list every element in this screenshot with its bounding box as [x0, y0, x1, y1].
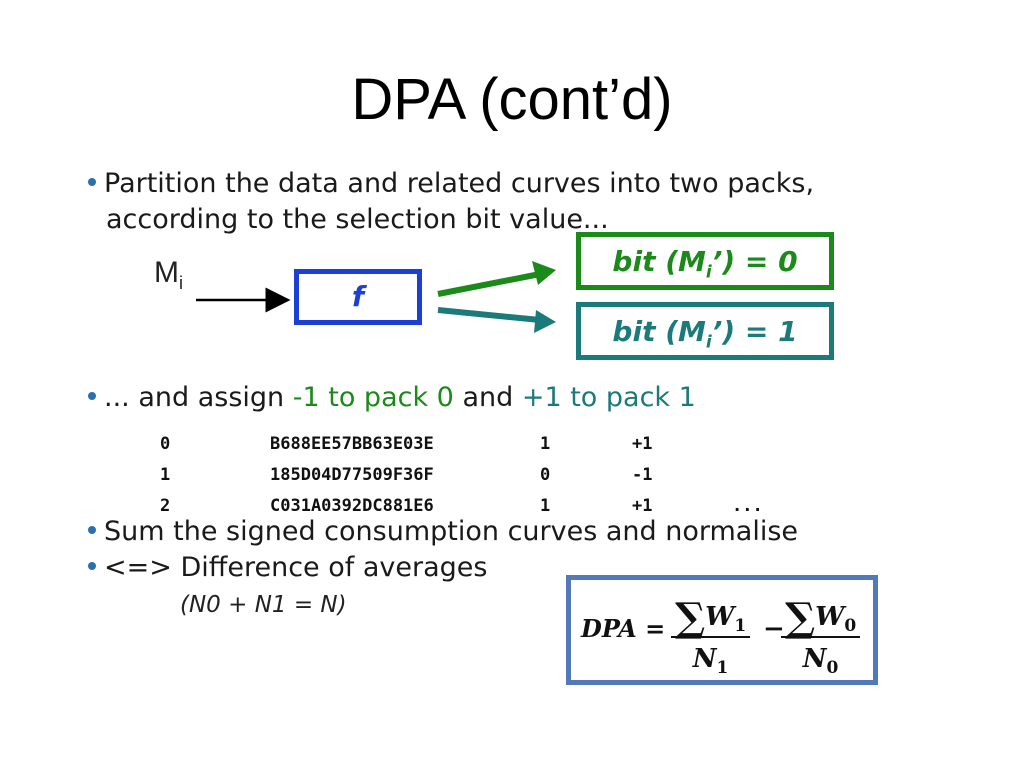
bullet-dot [88, 561, 96, 570]
fraction-1: ∑W1 N1 [671, 588, 751, 678]
den1-sub: 1 [716, 658, 729, 679]
table-row: 1 185D04D77509F36F 0 -1 [160, 459, 763, 490]
count-relation: (N0 + N1 = N) [180, 592, 347, 618]
den2-sub: 0 [826, 658, 839, 679]
sum-text: Sum the signed consumption curves and no… [104, 516, 799, 547]
bullet-partition-line1: Partition the data and related curves in… [104, 168, 815, 199]
arrow-to-bit1 [437, 307, 541, 323]
fraction-2-numerator: ∑W0 [781, 588, 861, 641]
num1-sub: 1 [734, 616, 747, 637]
bit1-suffix: ’) = 1 [711, 315, 798, 348]
slide-title: DPA (cont’d) [351, 67, 673, 132]
fraction-2-denominator: N0 [781, 638, 860, 678]
assign-pack1: +1 to pack 1 [521, 382, 696, 413]
table-row: 0 B688EE57BB63E03E 1 +1 [160, 428, 763, 459]
assign-mid: and [453, 382, 522, 413]
table-cell: 0 [540, 464, 551, 485]
formula-lhs: DPA = [581, 614, 666, 643]
input-label: Mi [154, 256, 183, 294]
table-cell [732, 459, 763, 490]
data-table: 0 B688EE57BB63E03E 1 +1 1 185D04D77509F3… [160, 428, 763, 521]
bullet-partition-line2: according to the selection bit value... [106, 204, 609, 235]
bit1-prefix: bit (M [612, 315, 706, 348]
function-box: f [294, 269, 422, 325]
bit1-sub: i [705, 332, 712, 353]
table-cell: B688EE57BB63E03E [270, 433, 434, 454]
assign-pack0: -1 to pack 0 [292, 382, 454, 413]
input-label-sub: i [179, 273, 183, 293]
sigma-symbol: ∑ [675, 594, 706, 641]
bullet-assign: ... and assign -1 to pack 0 and +1 to pa… [88, 380, 696, 416]
assign-pre: ... and assign [104, 382, 293, 413]
table-cell: 1 [540, 495, 551, 516]
table-cell: 185D04D77509F36F [270, 464, 434, 485]
den2: N [802, 644, 827, 675]
bullet-sum: Sum the signed consumption curves and no… [88, 514, 798, 550]
num1: W [705, 602, 735, 632]
table-row: 2 C031A0392DC881E6 1 +1 ... [160, 490, 763, 521]
table-cell: 2 [160, 495, 171, 516]
bit0-suffix: ’) = 0 [711, 245, 798, 278]
bullet-difference: <=> Difference of averages [88, 550, 487, 586]
dpa-formula: DPA = ∑W1 N1 − ∑W0 N0 [566, 575, 878, 685]
bullet-dot [88, 525, 96, 534]
arrow-to-bit0 [437, 271, 541, 297]
bit0-prefix: bit (M [612, 245, 706, 278]
table-cell: 1 [540, 433, 551, 454]
bullet-partition: Partition the data and related curves in… [88, 166, 848, 238]
bit0-sub: i [705, 262, 712, 283]
table-cell: +1 [632, 433, 653, 454]
table-cell: -1 [632, 464, 653, 485]
difference-text: <=> Difference of averages [104, 552, 488, 583]
den1: N [692, 644, 717, 675]
fraction-2: ∑W0 N0 [781, 588, 861, 678]
table-cell: ... [732, 495, 763, 516]
bullet-dot [88, 391, 96, 400]
table-cell: +1 [632, 495, 653, 516]
table-cell: 1 [160, 464, 171, 485]
sigma-symbol: ∑ [785, 594, 816, 641]
bit1-box: bit (Mi’) = 1 [576, 302, 834, 360]
bullet-dot [88, 177, 96, 186]
num2: W [815, 602, 845, 632]
input-label-main: M [154, 256, 179, 289]
arrow-to-bit0-head [532, 261, 556, 285]
bit0-box: bit (Mi’) = 0 [576, 232, 834, 290]
table-cell [732, 428, 763, 459]
num2-sub: 0 [844, 616, 857, 637]
table-cell: C031A0392DC881E6 [270, 495, 434, 516]
fraction-1-denominator: N1 [671, 638, 750, 678]
formula-minus: − [763, 614, 785, 644]
arrow-to-bit1-head [534, 310, 556, 333]
fraction-1-numerator: ∑W1 [671, 588, 751, 641]
table-cell: 0 [160, 433, 171, 454]
